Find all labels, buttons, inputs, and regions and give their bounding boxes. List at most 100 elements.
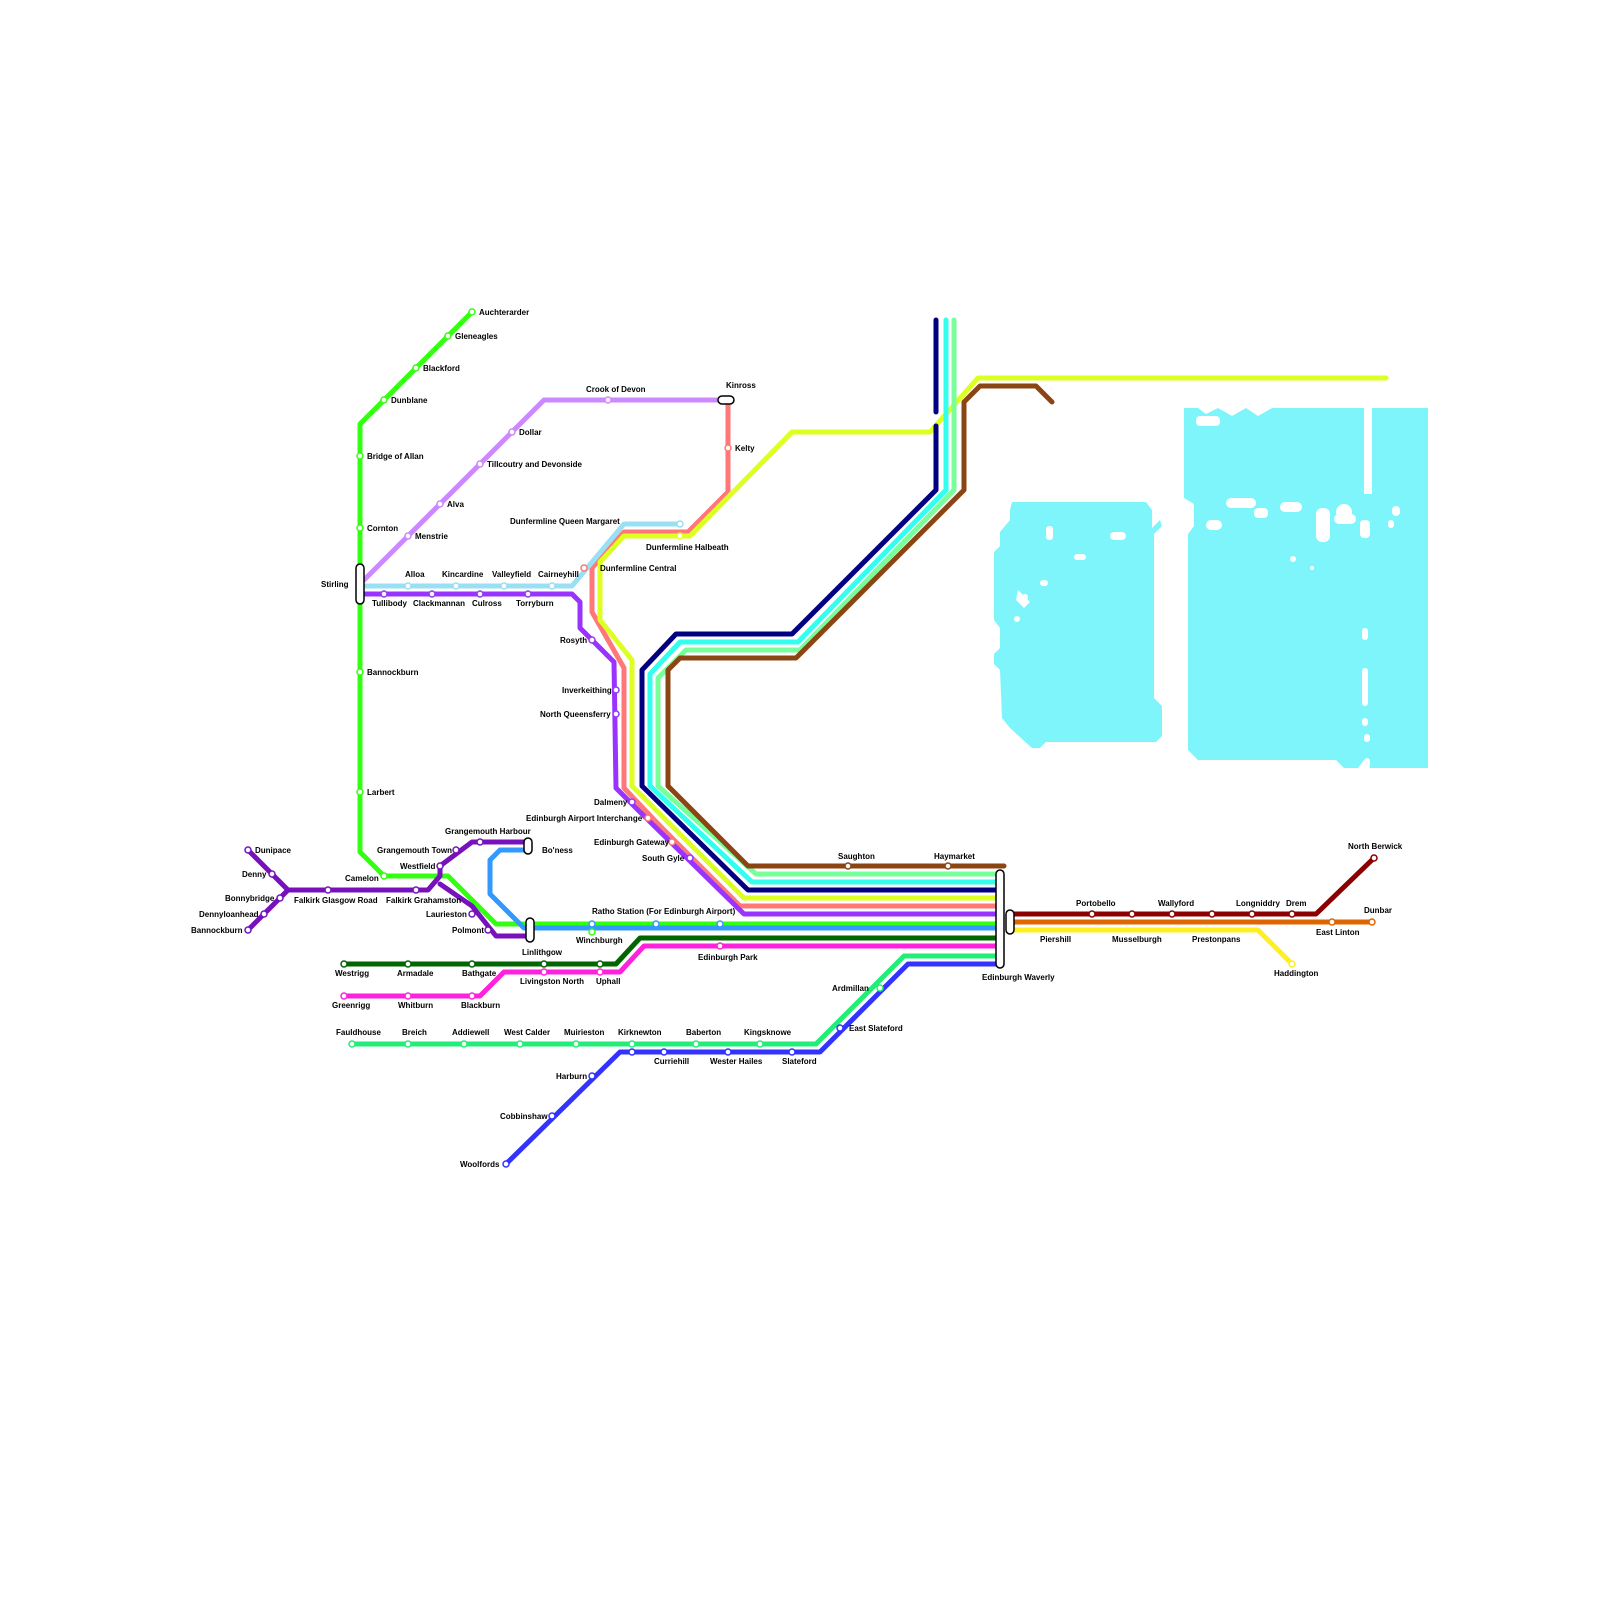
station-dot[interactable] bbox=[469, 993, 475, 999]
station-dot[interactable] bbox=[503, 1161, 509, 1167]
station-dot[interactable] bbox=[357, 453, 363, 459]
station-dot[interactable] bbox=[877, 985, 883, 991]
label-kirknewton[interactable]: Kirknewton bbox=[618, 1028, 662, 1037]
linlithgow-interchange[interactable] bbox=[526, 918, 534, 942]
station-dot[interactable] bbox=[629, 1041, 635, 1047]
station-dot[interactable] bbox=[269, 871, 275, 877]
station-dot[interactable] bbox=[613, 711, 619, 717]
label-ardmillan[interactable]: Ardmillan bbox=[832, 984, 869, 993]
label-ratho[interactable]: Ratho Station (For Edinburgh Airport) bbox=[592, 907, 736, 916]
label-haymarket[interactable]: Haymarket bbox=[934, 852, 975, 861]
label-piershill[interactable]: Piershill bbox=[1040, 935, 1071, 944]
label-prestonpans[interactable]: Prestonpans bbox=[1192, 935, 1241, 944]
label-kincardine[interactable]: Kincardine bbox=[442, 570, 484, 579]
label-auchterarder[interactable]: Auchterarder bbox=[479, 308, 529, 317]
label-north-queensferry[interactable]: North Queensferry bbox=[540, 710, 611, 719]
station-dot[interactable] bbox=[477, 461, 483, 467]
station-dot[interactable] bbox=[413, 365, 419, 371]
label-crook-of-devon[interactable]: Crook of Devon bbox=[586, 385, 646, 394]
station-dot[interactable] bbox=[381, 397, 387, 403]
label-edinburgh-waverly[interactable]: Edinburgh Waverly bbox=[982, 973, 1055, 982]
station-dot[interactable] bbox=[517, 1041, 523, 1047]
station-dot[interactable] bbox=[1369, 919, 1375, 925]
label-harburn[interactable]: Harburn bbox=[556, 1072, 587, 1081]
label-stirling[interactable]: Stirling bbox=[321, 580, 349, 589]
label-kinross[interactable]: Kinross bbox=[726, 381, 756, 390]
label-bannockburn[interactable]: Bannockburn bbox=[367, 668, 419, 677]
station-dot[interactable] bbox=[1371, 855, 1377, 861]
label-rosyth[interactable]: Rosyth bbox=[560, 636, 587, 645]
label-cairneyhill[interactable]: Cairneyhill bbox=[538, 570, 579, 579]
station-dot[interactable] bbox=[589, 921, 595, 927]
label-bonnybridge[interactable]: Bonnybridge bbox=[225, 894, 275, 903]
station-dot[interactable] bbox=[405, 1041, 411, 1047]
label-wester-hailes[interactable]: Wester Hailes bbox=[710, 1057, 763, 1066]
station-dot[interactable] bbox=[509, 429, 515, 435]
station-dot[interactable] bbox=[669, 839, 675, 845]
label-bridge-of-allan[interactable]: Bridge of Allan bbox=[367, 452, 424, 461]
label-woolfords[interactable]: Woolfords bbox=[460, 1160, 500, 1169]
label-dunblane[interactable]: Dunblane bbox=[391, 396, 428, 405]
label-blackburn[interactable]: Blackburn bbox=[461, 1001, 500, 1010]
station-dot[interactable] bbox=[381, 873, 387, 879]
label-north-berwick[interactable]: North Berwick bbox=[1348, 842, 1403, 851]
station-dot[interactable] bbox=[349, 1041, 355, 1047]
station-dot[interactable] bbox=[357, 789, 363, 795]
station-dot[interactable] bbox=[589, 929, 595, 935]
station-dot[interactable] bbox=[445, 333, 451, 339]
station-dot[interactable] bbox=[405, 993, 411, 999]
label-westrigg[interactable]: Westrigg bbox=[335, 969, 369, 978]
label-addiewell[interactable]: Addiewell bbox=[452, 1028, 489, 1037]
station-dot[interactable] bbox=[477, 591, 483, 597]
waverly-east-interchange[interactable] bbox=[1006, 910, 1014, 934]
station-dot[interactable] bbox=[469, 309, 475, 315]
station-dot[interactable] bbox=[437, 501, 443, 507]
label-grangemouth-town[interactable]: Grangemouth Town bbox=[377, 846, 452, 855]
label-east-slateford[interactable]: East Slateford bbox=[849, 1024, 903, 1033]
station-dot[interactable] bbox=[945, 863, 951, 869]
station-dot[interactable] bbox=[757, 1041, 763, 1047]
label-bannockburn-w[interactable]: Bannockburn bbox=[191, 926, 243, 935]
station-dot[interactable] bbox=[661, 1049, 667, 1055]
station-dot[interactable] bbox=[589, 637, 595, 643]
station-dot[interactable] bbox=[629, 799, 635, 805]
station-dot[interactable] bbox=[357, 525, 363, 531]
station-dot[interactable] bbox=[549, 1113, 555, 1119]
station-dot[interactable] bbox=[677, 521, 683, 527]
station-dot[interactable] bbox=[1169, 911, 1175, 917]
label-west-calder[interactable]: West Calder bbox=[504, 1028, 550, 1037]
station-dot[interactable] bbox=[341, 993, 347, 999]
station-dot[interactable] bbox=[501, 583, 507, 589]
station-dot[interactable] bbox=[653, 921, 659, 927]
stirling-interchange[interactable] bbox=[356, 564, 364, 604]
label-dunbar[interactable]: Dunbar bbox=[1364, 906, 1392, 915]
station-dot[interactable] bbox=[469, 961, 475, 967]
waverly-interchange[interactable] bbox=[996, 870, 1004, 968]
label-blackford[interactable]: Blackford bbox=[423, 364, 460, 373]
station-dot[interactable] bbox=[525, 591, 531, 597]
label-gleneagles[interactable]: Gleneagles bbox=[455, 332, 498, 341]
label-south-gyle[interactable]: South Gyle bbox=[642, 854, 685, 863]
station-dot[interactable] bbox=[245, 927, 251, 933]
label-alloa[interactable]: Alloa bbox=[405, 570, 425, 579]
station-dot[interactable] bbox=[1129, 911, 1135, 917]
station-dot[interactable] bbox=[325, 887, 331, 893]
station-dot[interactable] bbox=[405, 583, 411, 589]
label-wallyford[interactable]: Wallyford bbox=[1158, 899, 1194, 908]
station-dot[interactable] bbox=[429, 591, 435, 597]
label-muirieston[interactable]: Muirieston bbox=[564, 1028, 605, 1037]
station-dot[interactable] bbox=[485, 927, 491, 933]
station-dot[interactable] bbox=[357, 669, 363, 675]
label-torryburn[interactable]: Torryburn bbox=[516, 599, 554, 608]
label-curriehill[interactable]: Curriehill bbox=[654, 1057, 689, 1066]
station-dot[interactable] bbox=[645, 815, 651, 821]
label-camelon[interactable]: Camelon bbox=[345, 874, 379, 883]
station-dot[interactable] bbox=[589, 1073, 595, 1079]
station-dot[interactable] bbox=[461, 1041, 467, 1047]
station-dot[interactable] bbox=[1089, 911, 1095, 917]
label-dunipace[interactable]: Dunipace bbox=[255, 846, 292, 855]
label-falkirk-glasgow-road[interactable]: Falkirk Glasgow Road bbox=[294, 896, 378, 905]
label-longniddry[interactable]: Longniddry bbox=[1236, 899, 1281, 908]
station-dot[interactable] bbox=[677, 533, 683, 539]
label-musselburgh[interactable]: Musselburgh bbox=[1112, 935, 1162, 944]
